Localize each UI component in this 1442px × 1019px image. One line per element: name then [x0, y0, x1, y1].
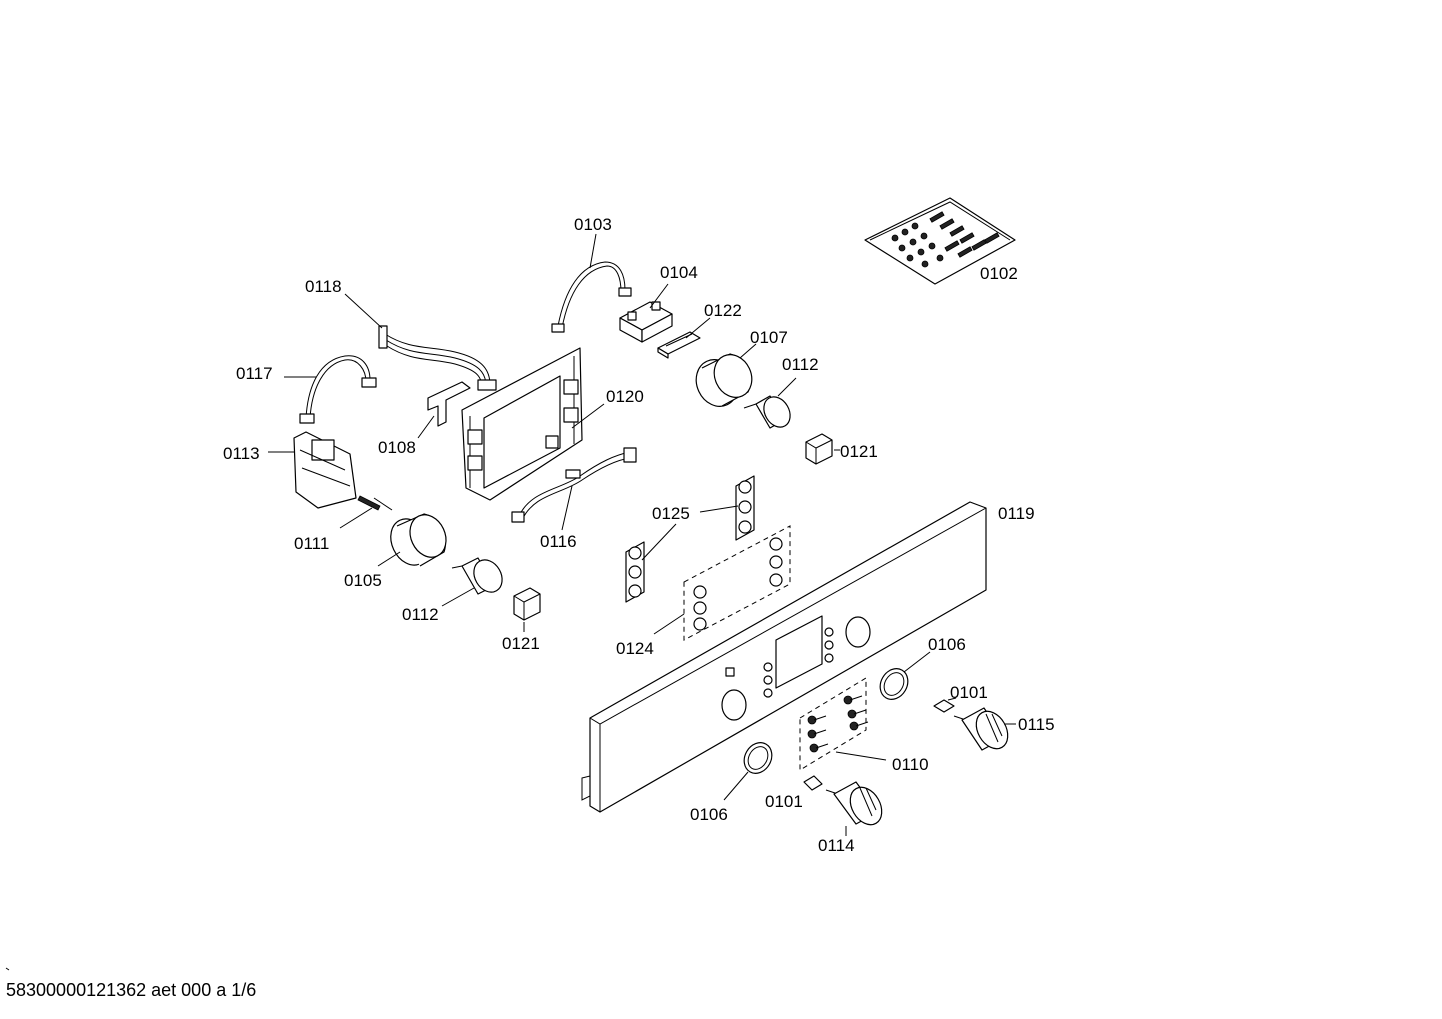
label-0112-bottom: 0112: [402, 605, 439, 624]
label-0112-top: 0112: [782, 355, 819, 374]
label-0106-left: 0106: [690, 805, 728, 824]
label-0121-bottom: 0121: [502, 634, 540, 653]
part-0101-insert-left: [803, 775, 823, 791]
label-0103: 0103: [574, 215, 612, 234]
label-0113: 0113: [223, 444, 260, 463]
tick-mark: [5, 967, 10, 971]
part-0101-insert-right: [933, 699, 955, 713]
part-0103-cable: [551, 261, 632, 333]
label-0110: 0110: [892, 755, 929, 774]
part-0121-clip-bottom: [513, 587, 541, 621]
part-0121-clip-top: [805, 433, 833, 465]
part-0111-shaft: [357, 495, 393, 511]
part-0106-ring-left: [743, 742, 773, 774]
part-0118-flat-cable: [378, 325, 497, 391]
part-0105-knob-ring: [390, 513, 447, 567]
part-0102-fastener-bag: [864, 197, 1016, 285]
label-0117: 0117: [236, 364, 273, 383]
part-0116-cable: [511, 447, 637, 523]
part-0115-control-knob: [953, 707, 1009, 751]
label-0119: 0119: [998, 504, 1035, 523]
label-0107: 0107: [750, 328, 788, 347]
label-0102: 0102: [980, 264, 1018, 283]
label-0101-right: 0101: [950, 683, 988, 702]
part-0113-switch-board: [293, 431, 357, 509]
part-0112-knob-bottom: [451, 557, 503, 595]
part-0114-control-knob: [825, 781, 883, 826]
part-0112-knob-top: [743, 395, 791, 429]
label-0125: 0125: [652, 504, 690, 523]
part-0106-ring-right: [879, 668, 909, 700]
label-0101-left: 0101: [765, 792, 803, 811]
label-0111: 0111: [294, 534, 329, 553]
label-0104: 0104: [660, 263, 698, 282]
part-0122-bracket: [657, 331, 701, 359]
label-0105: 0105: [344, 571, 382, 590]
label-0116: 0116: [540, 532, 577, 551]
label-0106-right: 0106: [928, 635, 966, 654]
label-0121-top: 0121: [840, 442, 878, 461]
label-0122: 0122: [704, 301, 742, 320]
label-0108: 0108: [378, 438, 416, 457]
part-0120-control-frame: [461, 347, 583, 501]
part-0117-cable: [299, 355, 377, 424]
part-0104-switch: [619, 301, 673, 343]
label-0114: 0114: [818, 836, 855, 855]
part-0108-light-guide: [427, 381, 471, 427]
label-0120: 0120: [606, 387, 644, 406]
part-0119-control-panel: [581, 501, 987, 813]
label-0118: 0118: [305, 277, 342, 296]
label-0124: 0124: [616, 639, 654, 658]
label-0115: 0115: [1018, 715, 1055, 734]
part-0110-screws: [799, 677, 869, 771]
part-0125-button-strip-left: [625, 541, 645, 603]
part-0124-button-group: [683, 525, 791, 641]
part-0107-knob-ring: [695, 353, 753, 407]
part-0125-button-strip-right: [735, 475, 755, 541]
drawing-reference-footer: 58300000121362 aet 000 a 1/6: [6, 980, 257, 1000]
